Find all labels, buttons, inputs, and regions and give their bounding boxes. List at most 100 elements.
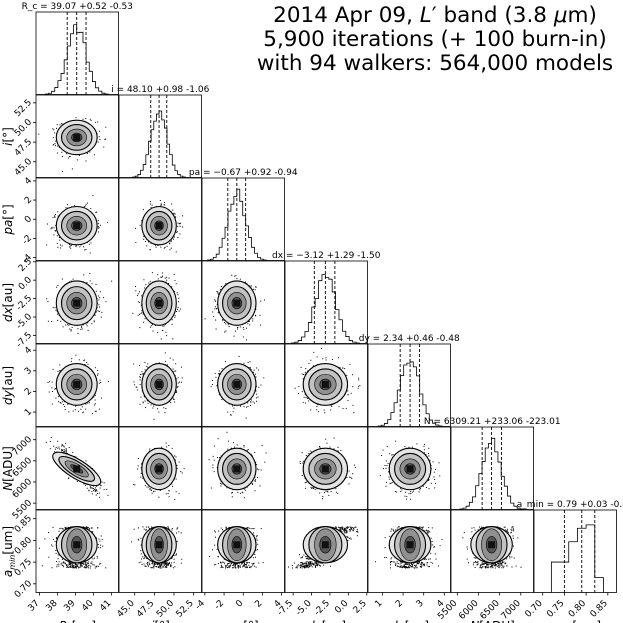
sample-point bbox=[175, 283, 177, 285]
sample-point bbox=[56, 313, 58, 315]
sample-point bbox=[141, 373, 143, 375]
param-title-i: i = 48.10 +0.98 -1.06 bbox=[111, 85, 209, 95]
sample-point bbox=[88, 402, 90, 404]
sample-point bbox=[224, 331, 226, 333]
sample-point bbox=[97, 226, 99, 228]
sample-point bbox=[82, 411, 84, 413]
sample-point bbox=[176, 231, 178, 233]
sample-point bbox=[53, 227, 55, 229]
sample-point bbox=[57, 215, 59, 217]
sample-point bbox=[138, 291, 140, 293]
sample-point bbox=[93, 320, 95, 322]
sample-point bbox=[141, 220, 143, 222]
sample-point bbox=[231, 274, 233, 276]
sample-point bbox=[55, 145, 57, 147]
sample-point bbox=[140, 313, 142, 315]
sample-point bbox=[95, 283, 97, 285]
y-tick-label: -5.0 bbox=[15, 312, 35, 332]
figure-title: 2014 Apr 09, L′ band (3.8 μm) 5,900 iter… bbox=[250, 4, 620, 76]
sample-point bbox=[98, 304, 100, 306]
sample-point bbox=[58, 396, 60, 398]
sample-point bbox=[71, 168, 73, 170]
sample-point bbox=[149, 280, 151, 282]
sample-point bbox=[95, 410, 97, 412]
sample-point bbox=[177, 294, 179, 296]
sample-point bbox=[170, 247, 172, 249]
sample-point bbox=[225, 283, 227, 285]
sample-point bbox=[152, 407, 154, 409]
sample-point bbox=[98, 299, 100, 301]
sample-point bbox=[60, 402, 62, 404]
hist-dx: dx = −3.12 +1.29 -1.50 bbox=[272, 251, 381, 344]
sample-point bbox=[249, 285, 251, 287]
sample-point bbox=[99, 139, 101, 141]
sample-point bbox=[134, 384, 136, 386]
sample-point bbox=[84, 249, 86, 251]
density-peak bbox=[73, 299, 81, 307]
sample-point bbox=[48, 381, 50, 383]
sample-point bbox=[98, 136, 100, 138]
sample-point bbox=[91, 283, 93, 285]
sample-point bbox=[61, 151, 63, 153]
density-peak bbox=[233, 299, 241, 307]
sample-point bbox=[169, 242, 171, 244]
sample-point bbox=[93, 321, 95, 323]
sample-point bbox=[77, 333, 79, 335]
sample-point bbox=[67, 157, 69, 159]
sample-point bbox=[259, 314, 261, 316]
sample-point bbox=[90, 242, 92, 244]
sample-point bbox=[142, 401, 144, 403]
sample-point bbox=[58, 236, 60, 238]
sample-point bbox=[178, 301, 180, 303]
sample-point bbox=[89, 151, 91, 153]
sample-point bbox=[214, 299, 216, 301]
sample-point bbox=[59, 370, 61, 372]
panel-i-vs-dy bbox=[118, 343, 202, 427]
sample-point bbox=[182, 226, 184, 228]
sample-point bbox=[78, 359, 80, 361]
sample-point bbox=[175, 363, 177, 365]
sample-point bbox=[223, 321, 225, 323]
sample-point bbox=[51, 227, 53, 229]
sample-point bbox=[179, 225, 181, 227]
sample-point bbox=[52, 128, 54, 130]
sample-point bbox=[80, 408, 82, 410]
sample-point bbox=[242, 336, 244, 338]
sample-point bbox=[94, 314, 96, 316]
panel-Rc-vs-i bbox=[35, 94, 119, 178]
sample-point bbox=[111, 280, 113, 282]
sample-point bbox=[67, 403, 69, 405]
sample-point bbox=[94, 399, 96, 401]
sample-point bbox=[225, 323, 227, 325]
sample-point bbox=[95, 311, 97, 313]
sample-point bbox=[151, 204, 153, 206]
sample-point bbox=[163, 202, 165, 204]
sample-point bbox=[160, 205, 162, 207]
sample-point bbox=[94, 410, 96, 412]
sample-point bbox=[139, 403, 141, 405]
sample-point bbox=[249, 324, 251, 326]
sample-point bbox=[179, 233, 181, 235]
sample-point bbox=[86, 282, 88, 284]
sample-point bbox=[97, 295, 99, 297]
sample-point bbox=[104, 138, 106, 140]
sample-point bbox=[176, 310, 178, 312]
sample-point bbox=[60, 123, 62, 125]
sample-point bbox=[248, 320, 250, 322]
y-tick-label: 2 bbox=[23, 195, 34, 206]
sample-point bbox=[254, 314, 256, 316]
sample-point bbox=[51, 321, 53, 323]
sample-point bbox=[54, 213, 56, 215]
sample-point bbox=[54, 229, 56, 231]
sample-point bbox=[142, 402, 144, 404]
sample-point bbox=[82, 412, 84, 414]
sample-point bbox=[99, 130, 101, 132]
sample-point bbox=[148, 282, 150, 284]
y-tick-label: 2 bbox=[23, 386, 34, 397]
sample-point bbox=[148, 241, 150, 243]
sample-point bbox=[176, 378, 178, 380]
sample-point bbox=[173, 273, 175, 275]
sample-point bbox=[150, 206, 152, 208]
sample-point bbox=[214, 308, 216, 310]
sample-point bbox=[217, 292, 219, 294]
